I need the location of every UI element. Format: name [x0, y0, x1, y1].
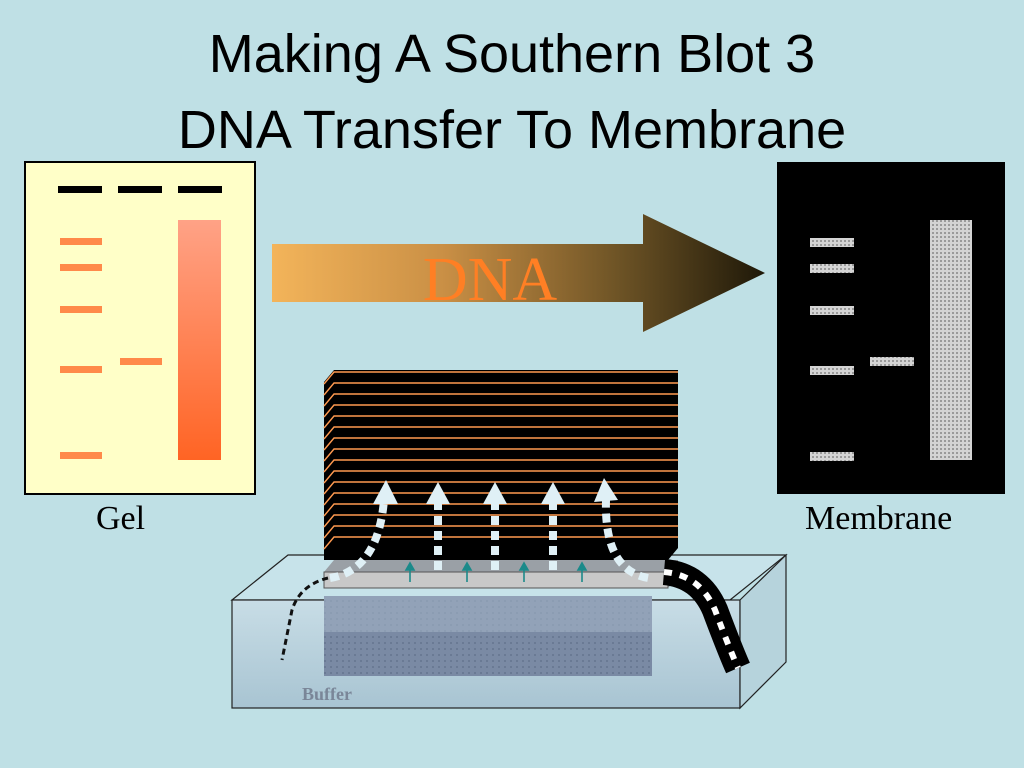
paper-towel-stack — [323, 370, 678, 560]
blot-apparatus: Buffer — [230, 370, 788, 710]
gel-panel — [24, 161, 256, 495]
membrane-ladder-bands — [810, 238, 854, 461]
gel-sample-band — [120, 358, 162, 365]
membrane-smear-lane — [930, 220, 972, 460]
membrane-label: Membrane — [805, 500, 953, 537]
small-transfer-arrows — [404, 561, 588, 582]
buffer-label: Buffer — [302, 684, 352, 704]
membrane-sample-band — [870, 357, 914, 366]
slide-title-line-1: Making A Southern Blot 3 — [208, 24, 816, 84]
flow-arrow-heads — [373, 478, 618, 504]
left-wick — [280, 576, 329, 661]
dna-transfer-arrow: DNA — [272, 214, 765, 332]
gel-slab — [323, 571, 669, 589]
gel-wells — [58, 186, 222, 193]
gel-label: Gel — [96, 500, 146, 537]
gel-ladder-bands — [60, 238, 102, 459]
slide-title-line-2: DNA Transfer To Membrane — [177, 100, 847, 160]
buffer-flow-arrows — [329, 499, 649, 582]
gel-smear-lane — [178, 220, 221, 460]
membrane-panel — [777, 162, 1005, 494]
dna-arrow-label: DNA — [423, 246, 558, 314]
right-wick — [662, 559, 750, 674]
